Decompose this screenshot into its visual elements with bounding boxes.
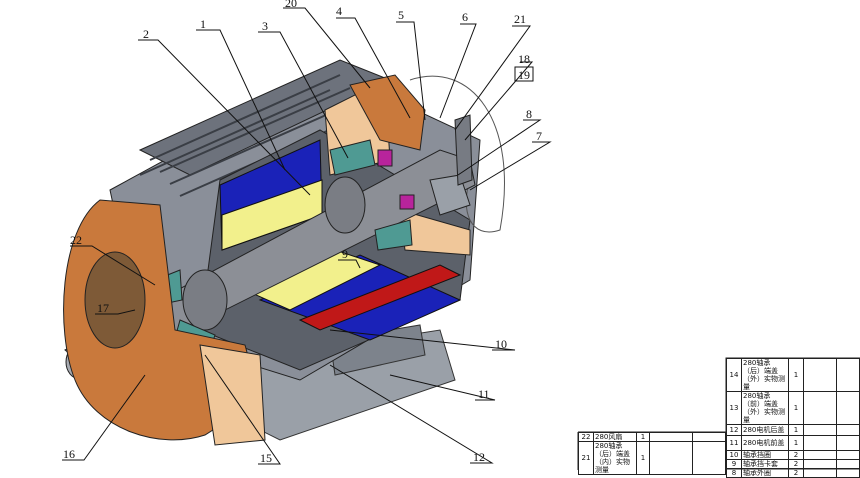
table-row: 10 轴承挡圈 2: [726, 450, 860, 460]
table-row: 11 280电机前盖 1: [726, 435, 860, 451]
table-row: 14 280轴承（后）端盖（外）实物测量 1: [726, 358, 860, 392]
table-row: 12 280电机后盖 1: [726, 424, 860, 436]
parts-list-left: 22 280风扇 1 21 280轴承（后）端盖（内）实物测量 1: [578, 432, 726, 475]
table-row: 22 280风扇 1: [578, 432, 726, 442]
callout-22: 22: [70, 233, 82, 247]
callout-1: 1: [200, 17, 206, 31]
callout-12: 12: [473, 450, 485, 464]
callout-15: 15: [260, 451, 272, 465]
callout-11: 11: [478, 387, 490, 401]
callout-8: 8: [526, 107, 532, 121]
callout-17: 17: [97, 301, 109, 315]
callout-2: 2: [143, 27, 149, 41]
callout-16: 16: [63, 447, 75, 461]
callout-4: 4: [336, 4, 342, 18]
rear-bearing-block: [429, 114, 473, 216]
callout-21: 21: [514, 12, 526, 26]
table-row: 9 轴承挡卡套 2: [726, 459, 860, 469]
callout-labels: 1 2 3 20 4 5 6 21 18 19 8 7 22 9 17 10 1…: [63, 0, 542, 465]
callout-9: 9: [342, 247, 348, 261]
callout-3: 3: [262, 19, 268, 33]
callout-5: 5: [398, 8, 404, 22]
callout-6: 6: [462, 10, 468, 24]
table-row: 13 280轴承（前）端盖（外）实物测量 1: [726, 391, 860, 425]
leader-lines: [62, 7, 552, 465]
callout-19: 19: [518, 68, 530, 82]
callout-18: 18: [518, 52, 530, 66]
callout-10: 10: [495, 337, 507, 351]
front-end-cap: [63, 199, 266, 446]
callout-7: 7: [536, 129, 542, 143]
parts-list-right: 14 280轴承（后）端盖（外）实物测量 1 13 280轴承（前）端盖（外）实…: [726, 358, 860, 478]
callout-20: 20: [285, 0, 297, 10]
